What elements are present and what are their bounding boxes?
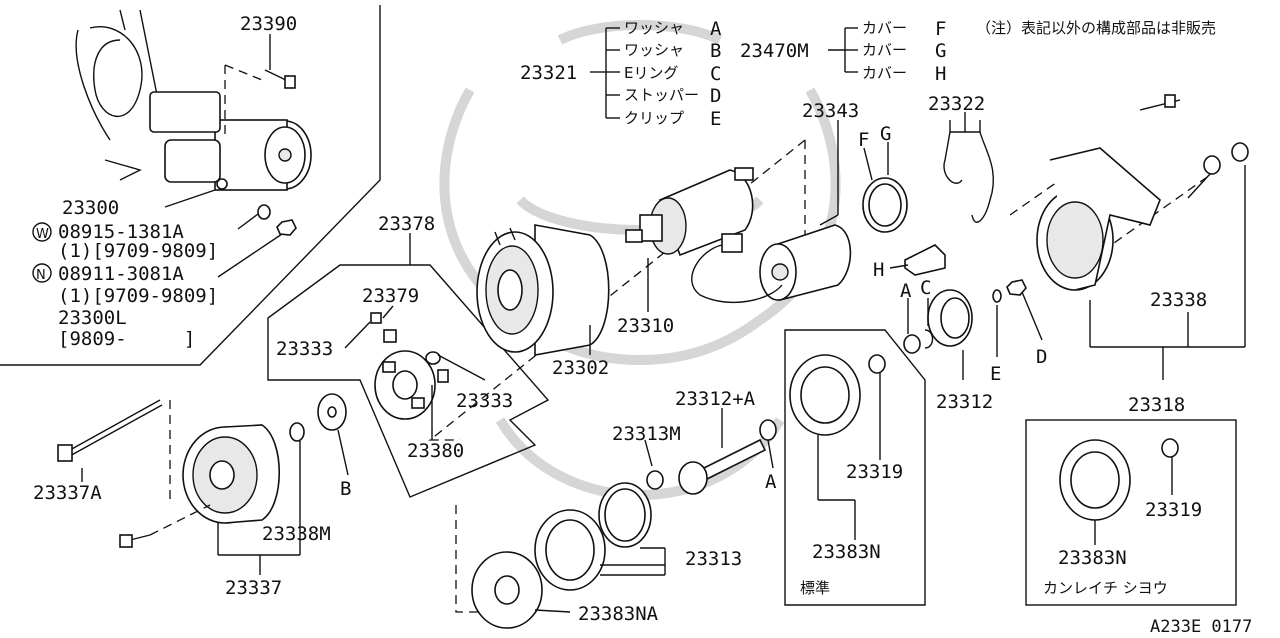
- legend-23321-code-4: E: [710, 108, 721, 130]
- label-23383NA: 23383NA: [578, 603, 659, 625]
- label-23379: 23379: [362, 285, 419, 307]
- label-23380: 23380: [407, 440, 464, 462]
- label-23310: 23310: [617, 315, 674, 337]
- leader-lines: [428, 139, 1211, 613]
- label-23333-a: 23333: [276, 338, 333, 360]
- legend-23470M-name-2: カバー: [862, 64, 907, 82]
- circle-w: W: [36, 227, 49, 242]
- letter-B2: B: [340, 478, 351, 500]
- label-23302: 23302: [552, 357, 609, 379]
- clutch-part: [471, 482, 666, 629]
- letter-A: A: [900, 280, 912, 302]
- cold-climate-box: [1025, 419, 1237, 606]
- letter-A2: A: [765, 471, 777, 493]
- legend-23321-code-1: B: [710, 40, 721, 62]
- label-23300L-date: [9809- ]: [58, 328, 195, 350]
- clip-parts: [943, 112, 995, 223]
- circle-marks: W N: [32, 222, 52, 283]
- label-w-part: 08915-1381A: [58, 221, 184, 243]
- letter-labels: F G H A C E D A B: [340, 123, 1047, 500]
- shaft-part: [644, 408, 777, 495]
- label-23378: 23378: [378, 213, 435, 235]
- label-23313: 23313: [685, 548, 742, 570]
- legend-23470M-name-1: カバー: [862, 41, 907, 59]
- legend-23321-name-3: ストッパー: [624, 86, 699, 104]
- label-23318: 23318: [1128, 394, 1185, 416]
- legend-23470M-code-1: G: [935, 40, 946, 62]
- label-23300: 23300: [62, 197, 119, 219]
- legend-23470M-name-0: カバー: [862, 19, 907, 37]
- standard-box-label: 標準: [800, 579, 830, 597]
- label-23338M: 23338M: [262, 523, 331, 545]
- legend-23321-name-0: ワッシャ: [624, 19, 684, 37]
- legend-23470M-code-2: H: [935, 63, 946, 85]
- label-23319-b: 23319: [1145, 499, 1202, 521]
- label-23338: 23338: [1150, 289, 1207, 311]
- letter-F: F: [858, 129, 869, 151]
- label-23383N-b: 23383N: [1058, 547, 1127, 569]
- label-23321: 23321: [520, 62, 577, 84]
- part-labels: 23390 23300 08915-1381A (1)[9709-9809] 0…: [33, 13, 1207, 625]
- gear-housing-part: [1036, 94, 1249, 380]
- cold-climate-box-label: カンレイチ シヨウ: [1043, 579, 1168, 597]
- label-23322: 23322: [928, 93, 985, 115]
- circle-n: N: [36, 268, 46, 283]
- legend-23470M: カバー F カバー G カバー H: [862, 18, 946, 85]
- label-23312: 23312: [936, 391, 993, 413]
- label-23337: 23337: [225, 577, 282, 599]
- label-n-part: 08911-3081A: [58, 263, 184, 285]
- yoke-part: [476, 224, 610, 356]
- legend-23321-code-3: D: [710, 85, 721, 107]
- label-23313M: 23313M: [612, 423, 681, 445]
- letter-G: G: [880, 123, 891, 145]
- solenoid-part: [691, 120, 852, 303]
- label-23333-b: 23333: [456, 390, 513, 412]
- label-23319-a: 23319: [846, 461, 903, 483]
- legend-23321-name-2: Eリング: [624, 64, 678, 82]
- letter-H: H: [873, 259, 884, 281]
- rear-cover-part: [57, 393, 349, 575]
- letter-C: C: [920, 277, 931, 299]
- label-n-date: (1)[9709-9809]: [58, 285, 218, 307]
- label-w-date: (1)[9709-9809]: [58, 240, 218, 262]
- label-23470M: 23470M: [740, 40, 809, 62]
- label-23343: 23343: [802, 100, 859, 122]
- sales-note: （注）表記以外の構成部品は非販売: [976, 19, 1216, 37]
- legend-23321-code-0: A: [710, 18, 722, 40]
- figure-code: A233E 0177: [1150, 617, 1252, 637]
- legend-23470M-code-0: F: [935, 18, 946, 40]
- label-23312A: 23312+A: [675, 388, 756, 410]
- letter-E: E: [990, 363, 1001, 385]
- cover-parts: [862, 142, 946, 276]
- legend-brackets: [590, 27, 858, 119]
- standard-box: [784, 329, 926, 606]
- label-23383N-a: 23383N: [812, 541, 881, 563]
- label-23390: 23390: [240, 13, 297, 35]
- engine-mount-box: [0, 5, 381, 366]
- legend-23321-name-1: ワッシャ: [624, 41, 684, 59]
- letter-D: D: [1036, 346, 1047, 368]
- label-23337A: 23337A: [33, 482, 102, 504]
- legend-23321-name-4: クリップ: [624, 109, 684, 127]
- legend-23321: ワッシャ A ワッシャ B Eリング C ストッパー D クリップ E: [624, 18, 722, 130]
- pinion-gear-part: [903, 279, 1043, 380]
- label-23300L: 23300L: [58, 307, 127, 329]
- legend-23321-code-2: C: [710, 63, 721, 85]
